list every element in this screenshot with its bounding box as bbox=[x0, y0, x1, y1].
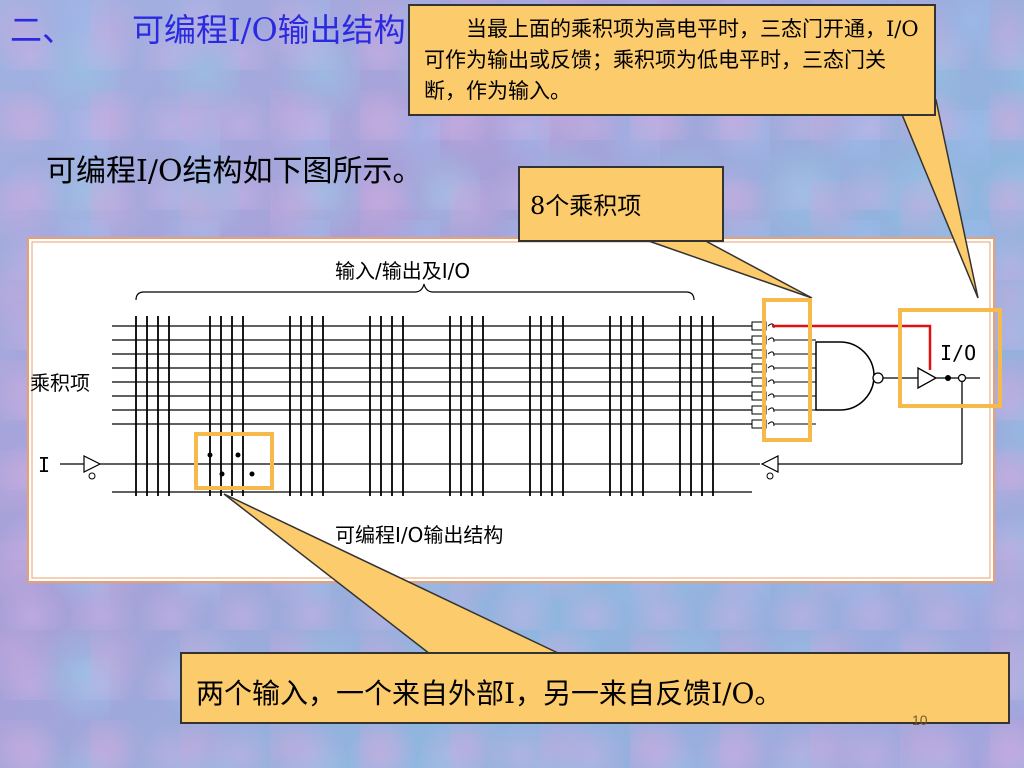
diagram-io-label: I/O bbox=[940, 341, 976, 365]
i-input-inverter-bubble bbox=[88, 472, 96, 480]
connection-dot bbox=[207, 452, 213, 458]
fuse-arc bbox=[767, 393, 775, 399]
fuse-arc bbox=[767, 407, 775, 413]
title-text: 可编程I/O输出结构 bbox=[132, 11, 406, 49]
slide-subtitle: 可编程I/O结构如下图所示。 bbox=[46, 154, 423, 189]
diagram-inner-frame bbox=[31, 241, 991, 579]
diagram-header-label: 输入/输出及I/O bbox=[335, 259, 470, 283]
fuse-arc bbox=[767, 365, 775, 371]
io-pin bbox=[957, 373, 967, 383]
enable-line bbox=[772, 324, 932, 370]
diagram-side-label: 乘积项 bbox=[30, 371, 90, 395]
diagram-input-label: I bbox=[38, 453, 50, 477]
input-pair-highlight bbox=[194, 432, 274, 490]
fuse-arc bbox=[767, 379, 775, 385]
tristate-buffer bbox=[917, 366, 938, 390]
fuse-arc bbox=[767, 351, 775, 357]
top-callout: 当最上面的乘积项为高电平时，三态门开通，I/O可作为输出或反馈；乘积项为低电平时… bbox=[408, 4, 936, 116]
io-highlight bbox=[898, 308, 1002, 408]
product-terms-callout: 8个乘积项 bbox=[518, 166, 724, 242]
header-brace bbox=[135, 283, 695, 301]
nand-bubble bbox=[872, 372, 884, 384]
input-column-lines bbox=[135, 316, 714, 496]
io-junction-dot bbox=[945, 375, 951, 381]
product-term-highlight bbox=[762, 298, 812, 442]
nand-gate bbox=[815, 341, 875, 411]
connection-dot bbox=[249, 471, 255, 477]
product-term-lines bbox=[112, 325, 752, 493]
diagram-caption: 可编程I/O输出结构 bbox=[335, 523, 503, 547]
feedback-inverter-bubble bbox=[766, 472, 774, 480]
fuse-arc bbox=[767, 337, 775, 343]
slide-title: 二、 可编程I/O输出结构 bbox=[10, 10, 410, 50]
fuse-arc bbox=[767, 421, 775, 427]
title-number: 二、 bbox=[10, 11, 75, 49]
bottom-callout: 两个输入，一个来自外部I，另一来自反馈I/O。 bbox=[180, 652, 1010, 724]
connection-dot bbox=[219, 471, 225, 477]
page-number: 10 bbox=[912, 712, 928, 728]
i-input-buffer bbox=[83, 455, 102, 473]
connection-dot bbox=[235, 452, 241, 458]
